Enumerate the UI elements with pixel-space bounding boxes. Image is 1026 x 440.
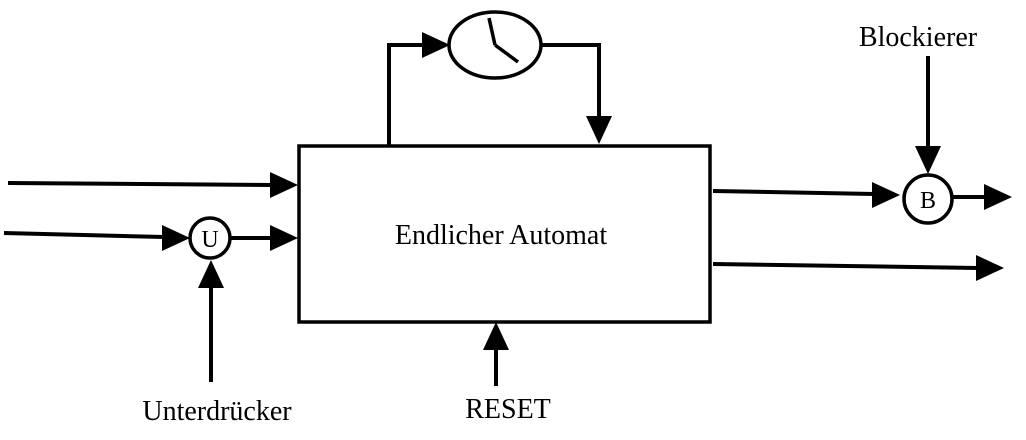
suppressor-output-arrow — [230, 225, 298, 251]
blocker-input-arrow — [915, 56, 941, 174]
reset-label: RESET — [465, 394, 551, 425]
automaton-box — [297, 144, 712, 324]
blocker-label: Blockierer — [859, 22, 978, 53]
reset-arrow — [483, 322, 509, 386]
timer-input-arrow — [387, 32, 450, 146]
blocker-symbol: B — [920, 188, 936, 214]
blocker-node: B — [902, 173, 954, 225]
suppressor-symbol: U — [201, 227, 218, 253]
clock-icon — [487, 17, 520, 64]
suppressor-label: Unterdrücker — [142, 396, 292, 427]
timer-output-arrow — [541, 43, 612, 144]
suppressor-input-arrow — [198, 260, 224, 382]
output-arrow-1 — [712, 182, 900, 208]
output-arrow-2 — [712, 255, 1004, 281]
suppressor-node: U — [188, 216, 232, 260]
blocker-output-arrow — [952, 184, 1012, 210]
input-arrow-2 — [3, 225, 190, 251]
automaton-label: Endlicher Automat — [395, 220, 608, 251]
timer-node — [447, 10, 543, 80]
input-arrow-1 — [7, 172, 298, 198]
